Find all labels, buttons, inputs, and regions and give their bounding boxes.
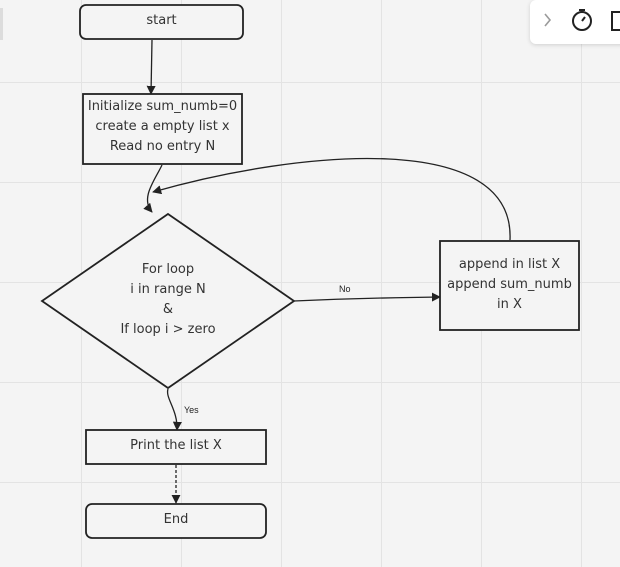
frame-icon[interactable]: [610, 10, 620, 37]
init-line-2: create a empty list x: [95, 119, 230, 134]
init-line-3: Read no entry N: [109, 139, 216, 154]
append-line-3: in X: [497, 297, 522, 312]
edge-decision-to-print: [166, 388, 182, 431]
edge-label-yes: Yes: [184, 405, 199, 415]
edge-start-to-init: [146, 39, 156, 95]
start-label: start: [146, 13, 177, 28]
decision-node[interactable]: [40, 212, 296, 390]
edge-decision-to-append: [293, 292, 441, 302]
decision-line-3: &: [162, 302, 174, 317]
decision-label: For loop i in range N & If loop i > zero: [98, 260, 238, 340]
start-node[interactable]: [79, 4, 244, 40]
init-label: Initialize sum_numb=0 create a empty lis…: [83, 97, 242, 157]
end-label: End: [163, 512, 189, 527]
edge-label-no: No: [339, 284, 351, 294]
decision-line-2: i in range N: [130, 282, 206, 297]
init-process-node[interactable]: [82, 93, 243, 165]
append-line-1: append in list X: [458, 257, 561, 272]
append-label: append in list X append sum_numb in X: [440, 255, 579, 315]
decision-line-1: For loop: [141, 262, 195, 277]
append-line-2: append sum_numb: [447, 277, 572, 292]
init-line-1: Initialize sum_numb=0: [87, 99, 238, 114]
edge-append-loop-back: [152, 157, 511, 241]
edge-init-to-decision: [143, 164, 163, 213]
canvas-toolbar: [530, 0, 620, 44]
append-process-node[interactable]: [439, 240, 580, 331]
print-label: Print the list X: [130, 438, 222, 453]
timer-icon[interactable]: [570, 7, 594, 38]
chevron-right-icon[interactable]: [542, 10, 554, 35]
end-node[interactable]: [85, 503, 267, 539]
print-node[interactable]: [85, 429, 267, 465]
panel-edge: [0, 8, 3, 40]
decision-line-4: If loop i > zero: [120, 322, 216, 337]
